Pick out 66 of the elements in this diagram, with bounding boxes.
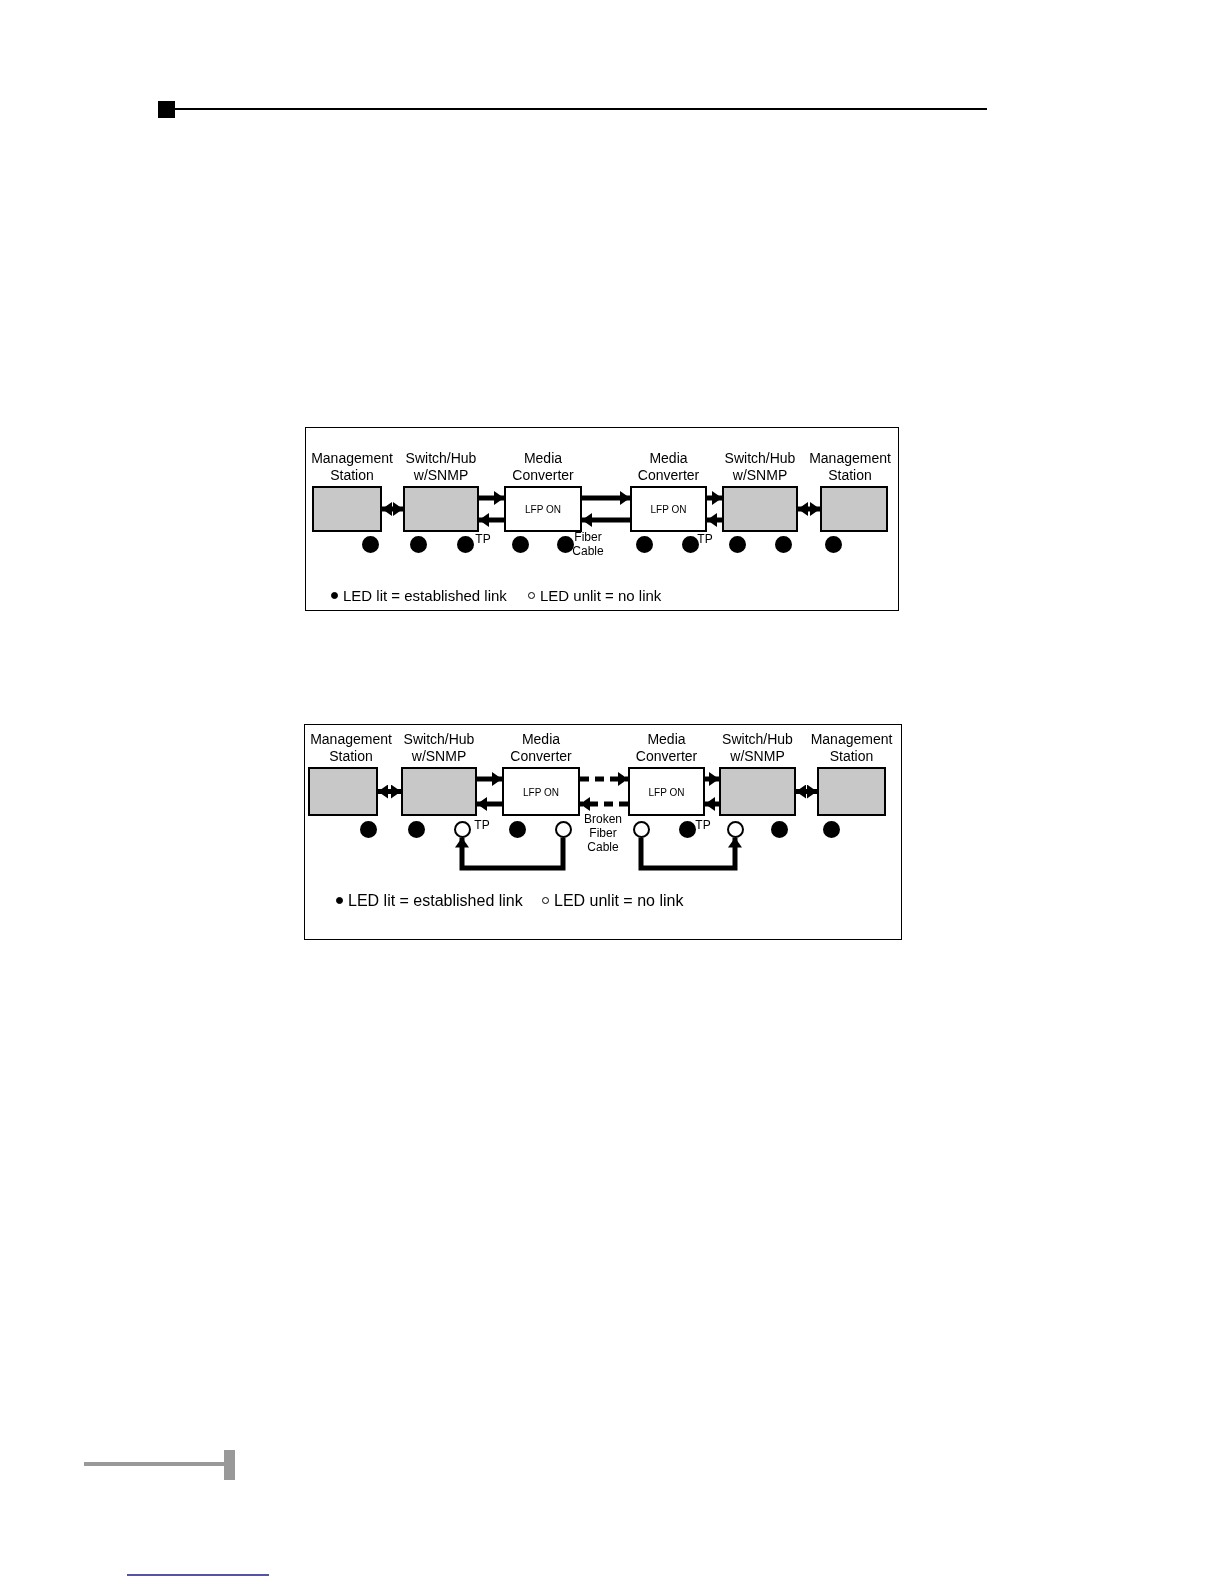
arrow — [477, 797, 502, 811]
device-label: Media Converter — [634, 731, 699, 765]
led-indicator — [774, 535, 792, 553]
figure-frame — [305, 427, 899, 611]
legend-text: LED unlit = no link — [554, 892, 684, 910]
legend-text: LED lit = established link — [343, 587, 507, 604]
arrow — [798, 502, 820, 516]
device-label: Switch/Hub w/SNMP — [404, 450, 478, 484]
arrow — [638, 837, 742, 871]
device-label: Media Converter — [509, 731, 573, 765]
arrow — [479, 491, 504, 505]
device-label: Management Station — [310, 450, 394, 484]
device-label: Switch/Hub w/SNMP — [402, 731, 476, 765]
legend-text: LED lit = established link — [348, 892, 523, 910]
led-indicator — [554, 820, 572, 838]
led-indicator — [508, 820, 526, 838]
status-text: LFP ON — [522, 786, 560, 797]
device-label: Management Station — [809, 731, 894, 765]
led-indicator — [409, 535, 427, 553]
arrow — [580, 797, 628, 811]
cable-label: Broken Fiber Cable — [583, 812, 623, 854]
arrow — [705, 772, 719, 786]
led-indicator — [453, 820, 471, 838]
status-text: LFP ON — [649, 503, 688, 515]
arrow — [705, 797, 719, 811]
device-label: Switch/Hub w/SNMP — [723, 450, 797, 484]
device-label: Media Converter — [511, 450, 575, 484]
led-indicator — [822, 820, 840, 838]
arrow — [796, 784, 817, 799]
led-indicator — [824, 535, 842, 553]
led-indicator — [635, 535, 653, 553]
led-indicator — [511, 535, 529, 553]
device-label: Media Converter — [636, 450, 701, 484]
arrow — [580, 772, 628, 786]
arrow — [479, 513, 504, 527]
led-indicator — [678, 820, 696, 838]
status-text: LFP ON — [524, 503, 562, 515]
led-indicator — [556, 535, 574, 553]
led-indicator — [770, 820, 788, 838]
arrow — [378, 784, 401, 799]
arrow — [707, 491, 722, 505]
led-indicator — [361, 535, 379, 553]
led-indicator — [456, 535, 474, 553]
arrow — [582, 491, 630, 505]
cable-label: TP — [696, 532, 714, 546]
led-indicator — [728, 535, 746, 553]
led-indicator — [359, 820, 377, 838]
arrow — [455, 837, 566, 871]
cable-label: TP — [474, 532, 492, 546]
figure-frame — [304, 724, 902, 940]
led-indicator — [726, 820, 744, 838]
status-text: LFP ON — [647, 786, 686, 797]
cable-label: TP — [694, 818, 712, 832]
cable-label: TP — [473, 818, 491, 832]
led-indicator — [632, 820, 650, 838]
legend-text: LED unlit = no link — [540, 587, 662, 604]
led-indicator — [681, 535, 699, 553]
arrow — [382, 502, 403, 516]
device-label: Management Station — [309, 731, 393, 765]
led-indicator — [407, 820, 425, 838]
device-label: Management Station — [808, 450, 892, 484]
device-label: Switch/Hub w/SNMP — [721, 731, 794, 765]
arrow — [582, 513, 630, 527]
cable-label: Fiber Cable — [571, 530, 605, 558]
arrow — [707, 513, 722, 527]
arrow — [477, 772, 502, 786]
